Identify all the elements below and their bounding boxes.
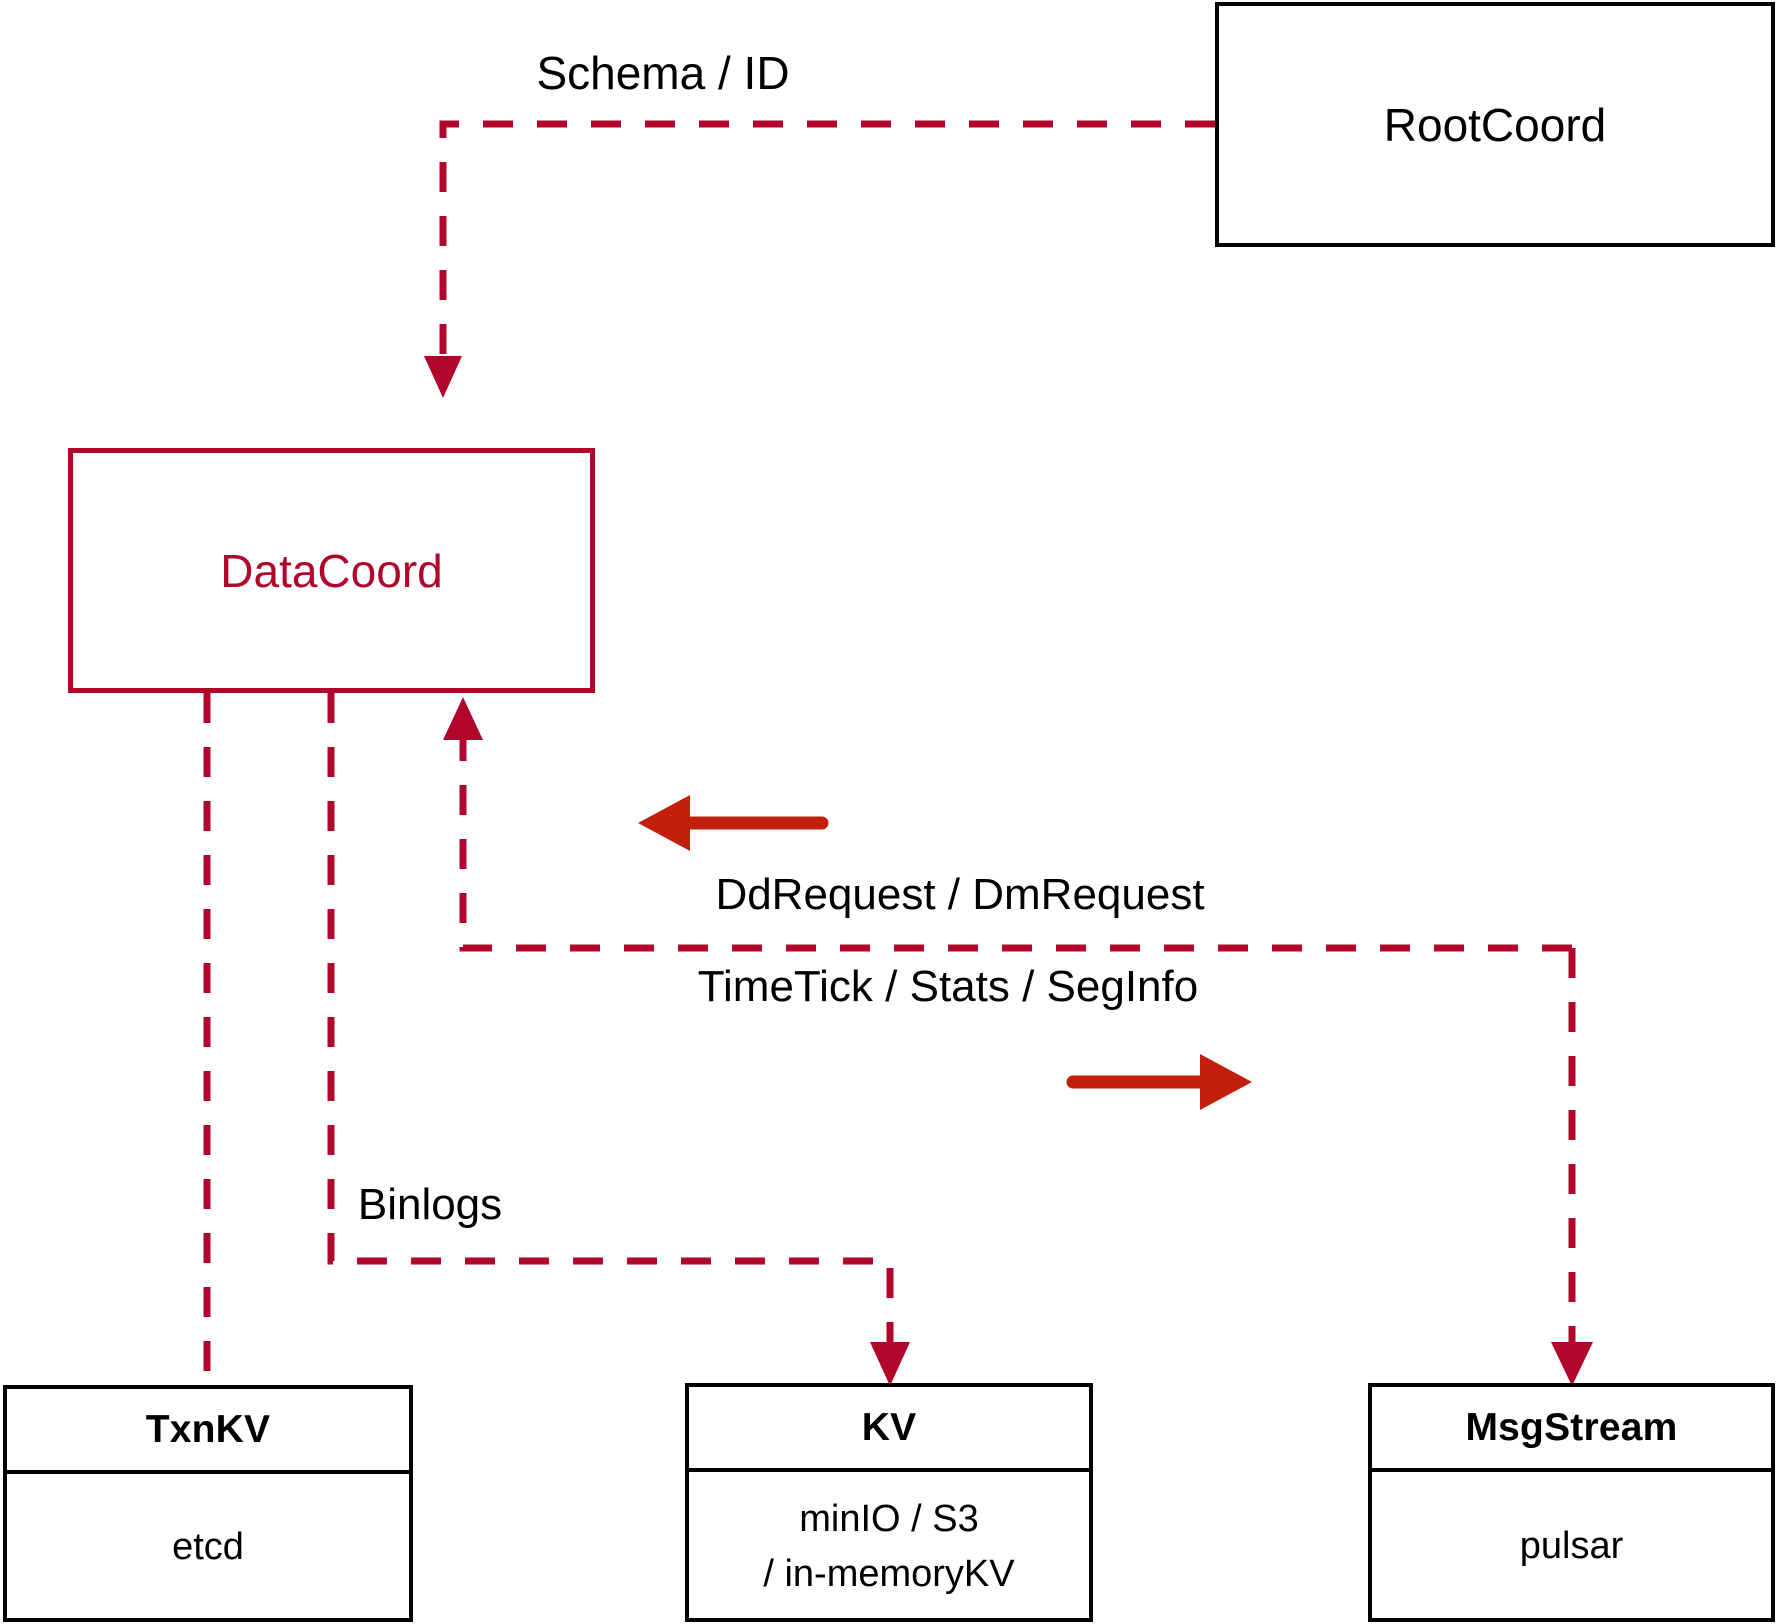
edge-label-timetick-stats-seginfo: TimeTick / Stats / SegInfo bbox=[697, 962, 1199, 1011]
edge-binlogs bbox=[327, 693, 910, 1386]
node-kv-header: KV bbox=[689, 1387, 1089, 1468]
node-txnkv-title: TxnKV bbox=[145, 1407, 271, 1451]
node-rootcoord[interactable]: RootCoord bbox=[1215, 2, 1775, 247]
node-kv-body: minIO / S3 / in-memoryKV bbox=[689, 1468, 1089, 1622]
node-rootcoord-label: RootCoord bbox=[1383, 98, 1607, 151]
edge-schema-id bbox=[424, 120, 1215, 398]
node-txnkv-body-line-0: etcd bbox=[172, 1526, 244, 1569]
node-msgstream[interactable]: MsgStream pulsar bbox=[1368, 1383, 1775, 1622]
node-kv[interactable]: KV minIO / S3 / in-memoryKV bbox=[685, 1383, 1093, 1622]
edge-timetick-stats-seginfo bbox=[1551, 948, 1593, 1386]
node-txnkv-body: etcd bbox=[7, 1470, 409, 1622]
node-msgstream-body-line-0: pulsar bbox=[1519, 1525, 1624, 1568]
node-kv-body-line-0: minIO / S3 bbox=[799, 1497, 979, 1540]
edge-label-binlogs: Binlogs bbox=[357, 1180, 503, 1229]
edge-label-schema-id: Schema / ID bbox=[536, 47, 790, 99]
edge-label-ddrequest-dmrequest: DdRequest / DmRequest bbox=[715, 870, 1205, 919]
direction-marker-left-arrow bbox=[638, 795, 829, 851]
node-msgstream-header: MsgStream bbox=[1372, 1387, 1771, 1468]
node-kv-body-line-1: / in-memoryKV bbox=[763, 1553, 1015, 1595]
node-txnkv[interactable]: TxnKV etcd bbox=[3, 1385, 413, 1622]
node-kv-title: KV bbox=[861, 1405, 917, 1449]
node-msgstream-body: pulsar bbox=[1372, 1468, 1771, 1622]
node-msgstream-title: MsgStream bbox=[1465, 1405, 1678, 1449]
node-datacoord-label: DataCoord bbox=[220, 544, 443, 597]
node-txnkv-header: TxnKV bbox=[7, 1389, 409, 1470]
node-datacoord[interactable]: DataCoord bbox=[68, 448, 595, 693]
direction-marker-right-arrow bbox=[1066, 1054, 1252, 1110]
